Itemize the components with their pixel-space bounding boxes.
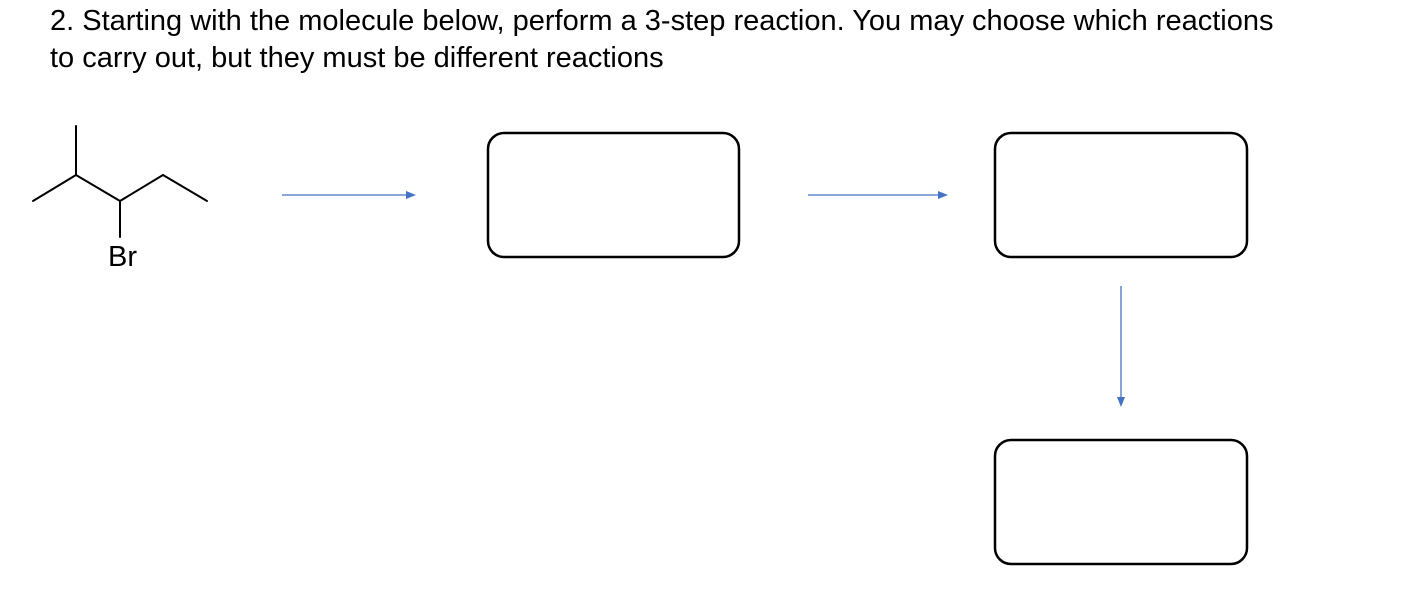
product-box-2[interactable] [993,131,1249,259]
bond-c3-c4 [119,174,164,202]
reaction-arrow-3 [1117,286,1125,407]
bromine-label: Br [108,241,137,273]
reaction-arrow-1 [282,191,416,199]
bond-c4-c5 [162,174,208,202]
product-box-1[interactable] [486,131,741,259]
bond-c2-c3 [75,174,121,202]
bond-methyl-left [32,174,77,202]
reaction-arrow-2 [808,191,948,199]
product-box-3[interactable] [993,438,1249,566]
starting-molecule: Br [32,125,208,273]
question-line-2: to carry out, but they must be different… [50,42,664,74]
question-line-1: 2. Starting with the molecule below, per… [50,5,1274,37]
question-text: 2. Starting with the molecule below, per… [50,3,1380,77]
